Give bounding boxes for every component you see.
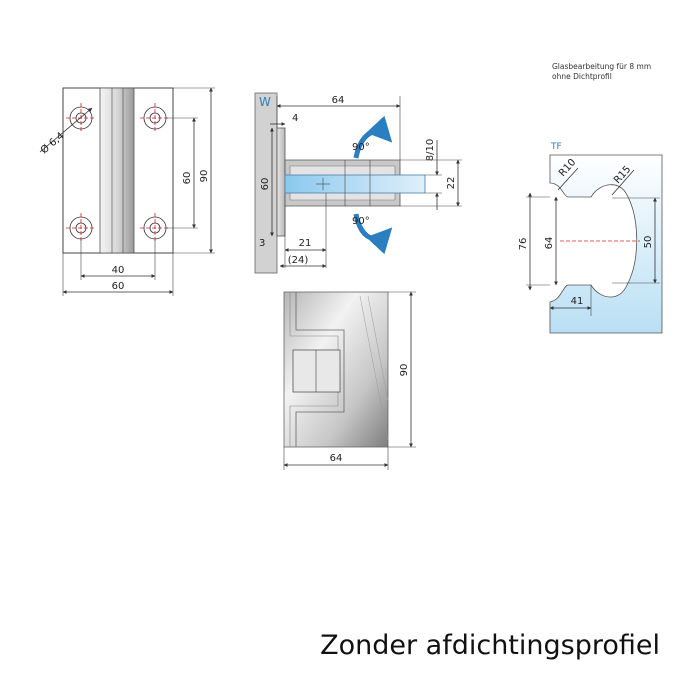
front-hinge-barrel bbox=[99, 87, 135, 254]
front-dim-width: 60 bbox=[112, 281, 125, 292]
front-dim-height: 90 bbox=[199, 170, 210, 183]
glass-cutout-view: Glasbearbeitung für 8 mm ohne Dichtprofi… bbox=[518, 62, 663, 334]
top-dim-width: 64 bbox=[330, 453, 343, 464]
rotation-bottom-label: 90° bbox=[352, 216, 370, 227]
side-dim-glass: 8/10 bbox=[425, 139, 436, 161]
side-dim-clamp: 22 bbox=[446, 177, 457, 190]
side-dim-base: 3 bbox=[259, 238, 265, 249]
front-dim-hole-spacing-v: 60 bbox=[182, 172, 193, 185]
mounting-plate bbox=[276, 127, 286, 237]
side-dim-height: 60 bbox=[260, 178, 271, 191]
side-dim-offset-paren: (24) bbox=[288, 255, 309, 266]
top-view: 90 64 bbox=[283, 291, 416, 470]
glass-note-line2: ohne Dichtprofil bbox=[552, 72, 612, 81]
glass-panel-section bbox=[284, 174, 426, 194]
rotation-arrow-bottom bbox=[353, 213, 393, 255]
glass-dim-76: 76 bbox=[518, 238, 529, 251]
wall-label: W bbox=[259, 95, 271, 109]
glass-dim-41: 41 bbox=[571, 296, 584, 307]
rotation-top-label: 90° bbox=[352, 142, 370, 153]
top-dim-height: 90 bbox=[399, 364, 410, 377]
side-dim-depth: 64 bbox=[332, 95, 345, 106]
front-dim-hole-spacing-h: 40 bbox=[112, 265, 125, 276]
front-hole-diameter-label: Ø 6,4 bbox=[38, 130, 66, 157]
glass-dim-50: 50 bbox=[643, 236, 654, 249]
side-dim-offset: 21 bbox=[299, 238, 312, 249]
glass-pane bbox=[549, 154, 663, 334]
caption: Zonder afdichtingsprofiel bbox=[320, 630, 660, 661]
side-dim-plate: 4 bbox=[292, 113, 298, 124]
glass-dim-64: 64 bbox=[544, 237, 555, 250]
glass-label: TF bbox=[550, 142, 562, 152]
side-view: W 90° 90° 64 4 60 3 21 (24) bbox=[254, 92, 462, 274]
glass-note-line1: Glasbearbeitung für 8 mm bbox=[552, 62, 651, 71]
hinge-cover-plate bbox=[292, 349, 341, 393]
front-view: Ø 6,4 40 60 60 90 bbox=[38, 87, 215, 296]
rotation-arrow-top bbox=[353, 115, 393, 159]
